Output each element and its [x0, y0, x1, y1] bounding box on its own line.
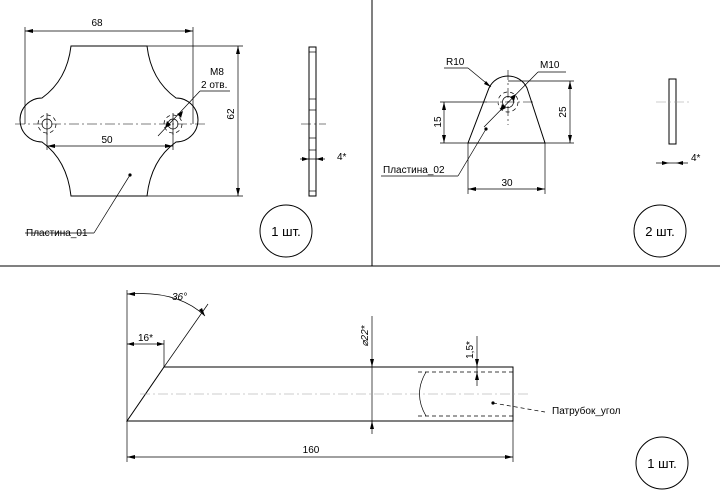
plate-01-dim-height: 62 [147, 45, 243, 197]
plate-02-side-view: 4* [656, 78, 701, 165]
tube-dim-diameter: ⌀22* [360, 316, 374, 434]
plate-01-dim-width-text: 68 [91, 18, 103, 29]
plate-02-dim-width-text: 30 [501, 178, 513, 189]
plate-01-quantity: 1 шт. [271, 224, 300, 239]
plate-01-part-name: Пластина_01 [26, 228, 88, 239]
plate-01-name-leader: Пластина_01 [25, 173, 132, 239]
plate-02-part-name: Пластина_02 [383, 165, 445, 176]
plate-02-dim-hole-height-text: 15 [433, 116, 444, 128]
plate-01-dim-width: 68 [24, 18, 194, 124]
plate-01-thread-leader: M8 2 отв. [157, 67, 230, 137]
tube-angle-label: 36° [172, 292, 187, 303]
plate-02-quantity-badge: 2 шт. [633, 204, 687, 258]
plate-02-dim-hole-height: 15 [433, 101, 487, 144]
tube-diameter-label: ⌀22* [360, 324, 371, 346]
plate-02-dim-height: 25 [508, 80, 574, 144]
plate-02-thread-leader: M10 [483, 60, 566, 128]
tube-dim-length: 160 [126, 421, 514, 462]
plate-02-radius-leader: R10 [444, 57, 492, 88]
tube-part-name: Патрубок_угол [552, 405, 621, 417]
plate-02-quantity: 2 шт. [645, 224, 674, 239]
plate-02-thread-label: M10 [540, 60, 560, 71]
plate-02-dim-height-text: 25 [558, 106, 569, 118]
tube-quantity-badge: 1 шт. [635, 436, 689, 490]
tube-wall-label: 1,5* [465, 341, 476, 359]
tube-cut-label: 16* [138, 333, 153, 344]
plate-02-thickness: 4* [691, 153, 701, 164]
tube-inner-wall [418, 371, 513, 417]
plate-01-dim-hole-spacing-text: 50 [101, 135, 113, 146]
plate-01-side-view: 4* [300, 46, 347, 197]
plate-02-radius-label: R10 [446, 57, 465, 68]
tube-dim-angle: 36° [126, 290, 209, 421]
panel-dividers [0, 0, 720, 267]
plate-01-holes-label: 2 отв. [201, 80, 227, 91]
tube-quantity: 1 шт. [647, 456, 676, 471]
tube-view: 36° 16* ⌀22* 1,5* [126, 290, 689, 490]
tube-outline [126, 366, 514, 422]
plate-02-view: R10 M10 15 25 [381, 57, 701, 258]
plate-02-dim-width: 30 [467, 143, 546, 194]
tube-dim-wall: 1,5* [465, 336, 479, 386]
plate-01-quantity-badge: 1 шт. [259, 204, 313, 258]
tube-name-leader: Патрубок_угол [491, 401, 621, 417]
plate-01-thread-label: M8 [210, 67, 224, 78]
plate-01-dim-hole-spacing: 50 [46, 133, 174, 150]
tube-length-label: 160 [303, 445, 320, 456]
plate-01-thickness: 4* [337, 152, 347, 163]
plate-02-name-leader: Пластина_02 [381, 127, 488, 177]
tube-dim-cut: 16* [127, 333, 165, 367]
plate-01-dim-height-text: 62 [226, 108, 237, 120]
plate-01-view: 68 50 62 M8 2 отв. [15, 18, 347, 258]
plate-02-outline [467, 75, 546, 144]
